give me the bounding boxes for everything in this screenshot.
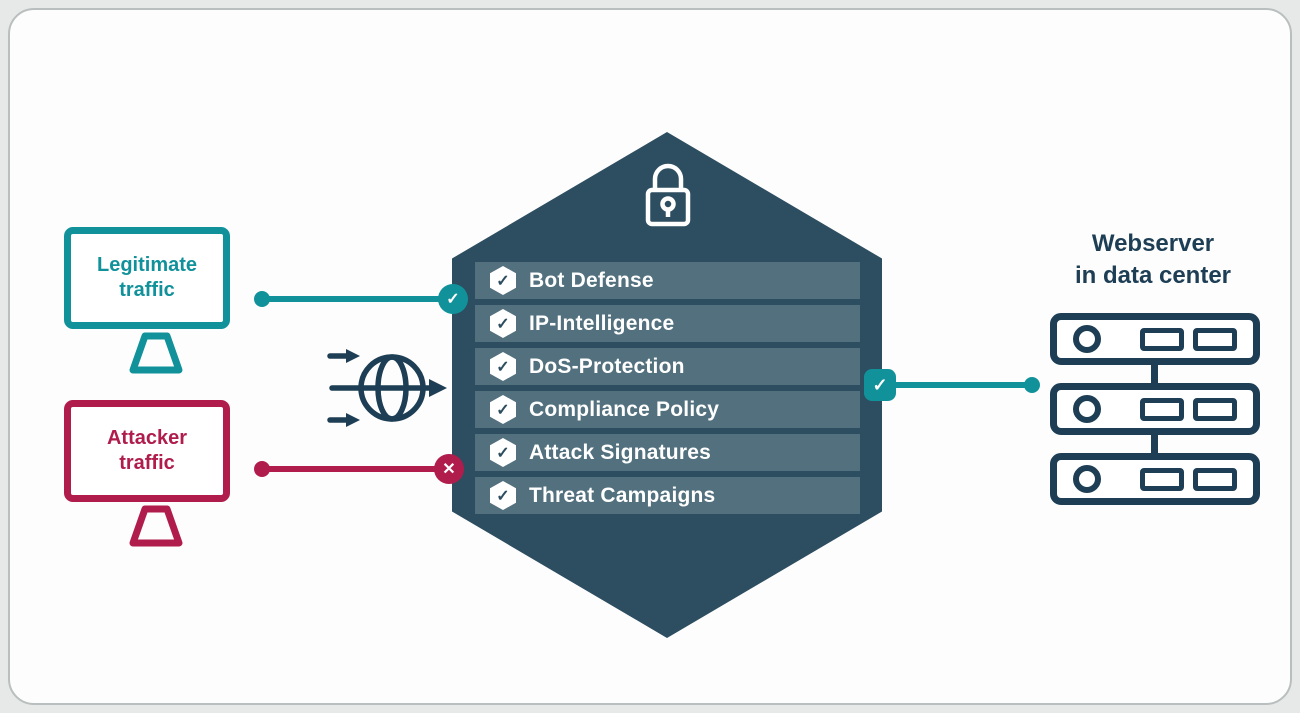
server-slot-icon (1140, 327, 1184, 351)
diagram-card: Legitimate traffic Attacker traffic (8, 8, 1292, 705)
server-slot-icon (1193, 397, 1237, 421)
server-slots (1140, 327, 1237, 351)
block-badge-x-icon: ✕ (434, 454, 464, 484)
server-unit (1050, 313, 1260, 365)
server-slot-icon (1140, 467, 1184, 491)
attacker-traffic-label-line1: Attacker (106, 427, 188, 449)
feature-threat-campaigns: ✓ Threat Campaigns (475, 477, 860, 514)
feature-label: Attack Signatures (529, 440, 711, 464)
legitimate-connector-dot (254, 291, 270, 307)
server-led-icon (1073, 465, 1101, 493)
legitimate-traffic-label-line1: Legitimate (96, 254, 198, 276)
feature-label: Bot Defense (529, 268, 654, 292)
server-connector-dot (1024, 377, 1040, 393)
check-icon: ✓ (490, 352, 516, 381)
attacker-connector-dot (254, 461, 270, 477)
server-connector-line (878, 382, 1032, 388)
check-icon: ✓ (490, 395, 516, 424)
feature-compliance-policy: ✓ Compliance Policy (475, 391, 860, 428)
webserver-title-line2: in data center (1074, 262, 1232, 289)
server-slots (1140, 397, 1237, 421)
globe-icon (327, 349, 447, 427)
feature-label: DoS-Protection (529, 354, 685, 378)
feature-attack-signatures: ✓ Attack Signatures (475, 434, 860, 471)
webserver-title-line1: Webserver (1091, 230, 1215, 257)
monitor-stand-icon (129, 332, 183, 374)
monitor-stand-icon (129, 505, 183, 547)
server-slot-icon (1140, 397, 1184, 421)
feature-dos-protection: ✓ DoS-Protection (475, 348, 860, 385)
attacker-traffic-monitor: Attacker traffic (64, 400, 230, 502)
server-slot-icon (1193, 467, 1237, 491)
check-icon: ✓ (490, 266, 516, 295)
attacker-traffic-label-line2: traffic (119, 452, 175, 474)
attacker-connector-line (260, 466, 450, 472)
server-unit (1050, 383, 1260, 435)
feature-label: IP-Intelligence (529, 311, 675, 335)
allow-badge-check-icon: ✓ (864, 369, 896, 401)
firewall-feature-list: ✓ Bot Defense ✓ IP-Intelligence ✓ DoS-Pr… (475, 262, 860, 520)
feature-bot-defense: ✓ Bot Defense (475, 262, 860, 299)
server-led-icon (1073, 325, 1101, 353)
check-icon: ✓ (490, 309, 516, 338)
legitimate-traffic-monitor: Legitimate traffic (64, 227, 230, 329)
check-icon: ✓ (490, 438, 516, 467)
check-icon: ✓ (490, 481, 516, 510)
feature-ip-intelligence: ✓ IP-Intelligence (475, 305, 860, 342)
feature-label: Compliance Policy (529, 397, 720, 421)
feature-label: Threat Campaigns (529, 483, 716, 507)
webserver-title: Webserver in data center (1028, 228, 1278, 292)
server-led-icon (1073, 395, 1101, 423)
legitimate-connector-line (260, 296, 456, 302)
legitimate-traffic-label-line2: traffic (119, 279, 175, 301)
allow-badge-check-icon: ✓ (438, 284, 468, 314)
server-unit (1050, 453, 1260, 505)
server-slots (1140, 467, 1237, 491)
lock-icon (645, 163, 691, 227)
server-slot-icon (1193, 327, 1237, 351)
